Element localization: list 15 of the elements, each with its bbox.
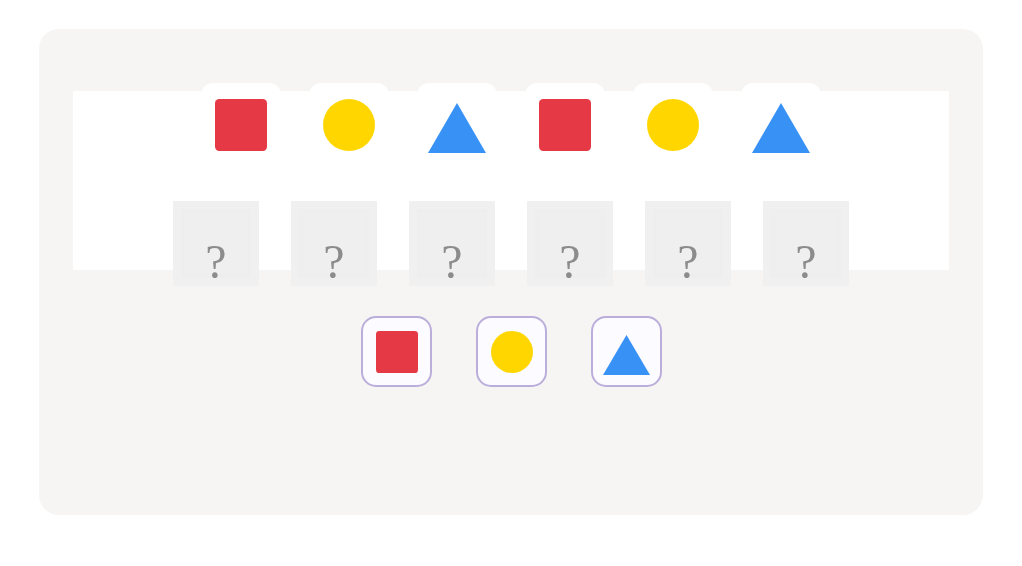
circle-icon: [490, 331, 533, 373]
question-mark: ?: [322, 238, 346, 286]
square-icon: [539, 99, 591, 151]
triangle-icon: [752, 103, 810, 153]
circle-icon: [647, 99, 699, 151]
square-icon: [215, 99, 267, 151]
question-mark: ?: [676, 238, 700, 286]
square-icon: [375, 331, 418, 373]
question-mark: ?: [794, 238, 818, 286]
question-mark: ?: [440, 238, 464, 286]
triangle-icon: [603, 335, 650, 375]
question-mark: ?: [558, 238, 582, 286]
triangle-icon: [428, 103, 486, 153]
question-mark: ?: [204, 238, 228, 286]
circle-icon: [323, 99, 375, 151]
